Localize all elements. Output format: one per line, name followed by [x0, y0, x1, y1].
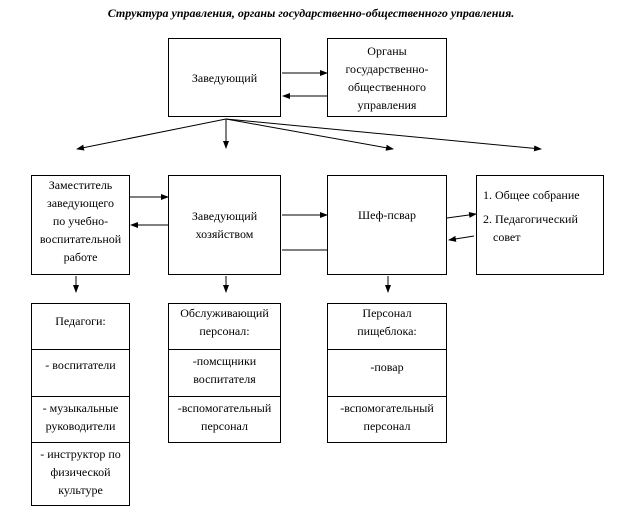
- deputy-line: Заместитель: [48, 178, 113, 192]
- cell-line: физической: [50, 465, 111, 479]
- service-staff-item: -вспомогательный персонал: [168, 397, 281, 443]
- council-item: 1. Общее собрание: [483, 188, 580, 202]
- council-item: 2. Педагогический: [483, 212, 578, 226]
- gov-bodies-box: Органы государственно- общественного упр…: [327, 38, 447, 117]
- teachers-item: - инструктор по физической культуре: [31, 443, 130, 506]
- cell-line: пищеблока:: [357, 324, 417, 338]
- service-staff-stack: Обслуживающий персонал: -помсщники воспи…: [168, 303, 281, 443]
- gov-bodies-line: государственно-: [345, 61, 429, 76]
- kitchen-staff-header: Персонал пищеблока:: [327, 303, 447, 350]
- cell-line: -вспомогательный: [340, 401, 434, 415]
- cell-line: Педагоги:: [55, 314, 106, 328]
- cell-line: Персонал: [362, 306, 412, 320]
- gov-bodies-line: общественного: [348, 79, 426, 94]
- head-label: Заведующий: [191, 70, 258, 85]
- cell-line: - музыкальные: [42, 401, 119, 415]
- gov-bodies-line: Органы: [367, 43, 407, 58]
- head-box: Заведующий: [168, 38, 281, 117]
- cell-line: руководители: [45, 419, 116, 433]
- cell-line: персонал: [201, 419, 248, 433]
- cell-line: Обслуживающий: [180, 306, 269, 320]
- diagram-title: Структура управления, органы государстве…: [107, 6, 515, 20]
- supply-manager-line: хозяйством: [195, 227, 254, 241]
- cell-line: -помсщники: [192, 354, 257, 368]
- council-item: совет: [493, 230, 521, 244]
- arrow-head-to-deputy: [76, 118, 227, 151]
- deputy-line: работе: [63, 250, 98, 264]
- chef-label: Шеф-псвар: [358, 208, 416, 222]
- deputy-line: воспитательной: [39, 232, 122, 246]
- cell-line: - инструктор по: [40, 447, 121, 461]
- councils-box: 1. Общее собрание 2. Педагогический сове…: [476, 175, 604, 275]
- cell-line: культуре: [58, 483, 103, 497]
- cell-line: -вспомогательный: [177, 401, 272, 415]
- teachers-stack: Педагоги: - воспитатели - музыкальные ру…: [31, 303, 130, 506]
- deputy-box: Заместитель заведующего по учебно- воспи…: [31, 175, 130, 275]
- teachers-item: - музыкальные руководители: [31, 397, 130, 443]
- kitchen-staff-item: -вспомогательный персонал: [327, 397, 447, 443]
- teachers-header: Педагоги:: [31, 303, 130, 350]
- gov-bodies-line: управления: [357, 97, 417, 112]
- supply-manager-box: Заведующий хозяйством: [168, 175, 281, 275]
- kitchen-staff-item: -повар: [327, 350, 447, 397]
- teachers-item: - воспитатели: [31, 350, 130, 397]
- cell-line: персонал: [363, 419, 411, 433]
- cell-line: персонал:: [199, 324, 250, 338]
- arrow-chef-to-councils: [446, 211, 477, 219]
- chef-box: Шеф-псвар: [327, 175, 447, 275]
- service-staff-item: -помсщники воспитателя: [168, 350, 281, 397]
- cell-line: - воспитатели: [45, 358, 116, 372]
- arrow-councils-to-chef: [448, 235, 475, 242]
- kitchen-staff-stack: Персонал пищеблока: -повар -вспомогатель…: [327, 303, 447, 443]
- arrow-head-to-councils: [225, 118, 542, 152]
- deputy-line: по учебно-: [52, 214, 109, 228]
- cell-line: -повар: [370, 360, 404, 374]
- cell-line: воспитателя: [193, 372, 256, 386]
- supply-manager-line: Заведующий: [191, 209, 258, 223]
- service-staff-header: Обслуживающий персонал:: [168, 303, 281, 350]
- deputy-line: заведующего: [46, 196, 115, 210]
- arrow-head-to-chef: [225, 118, 394, 151]
